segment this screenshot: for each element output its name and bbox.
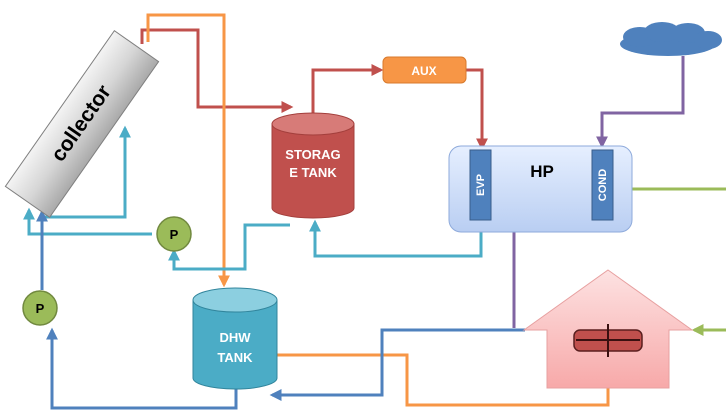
collector-panel: collector (4, 29, 160, 219)
house-to-dhw-pipe (269, 328, 525, 401)
evaporator-label: EVP (475, 174, 487, 196)
storage-tank: STORAG E TANK (271, 112, 355, 219)
house-icon (522, 269, 694, 389)
cloud-icon (620, 22, 722, 56)
heat-pump-label: HP (530, 162, 554, 181)
storage-to-aux-pipe (311, 64, 384, 113)
storage-tank-label-line2: E TANK (289, 165, 337, 180)
collector-to-storage-pipe (140, 28, 294, 113)
condenser (591, 149, 614, 221)
dhw-to-pump-pipe (46, 327, 238, 410)
dhw-to-house-pipe (272, 353, 614, 407)
collector-loop-pipe (40, 125, 131, 219)
heat-pump: HP EVP COND (448, 145, 633, 233)
collector-to-dhw-pipe (146, 13, 230, 288)
radiator-icon (573, 324, 643, 357)
evaporator (469, 149, 492, 221)
pump-upper: P (156, 216, 192, 252)
cloud-to-cond-pipe (596, 56, 685, 149)
evp-to-storage-pipe (309, 219, 483, 258)
aux-to-evp-pipe (466, 68, 488, 151)
dhw-tank: DHW TANK (192, 287, 278, 390)
condenser-label: COND (597, 169, 609, 201)
dhw-tank-label-line2: TANK (217, 350, 253, 365)
storage-return-pipe (168, 223, 290, 271)
pump-upper-label: P (170, 227, 179, 242)
pump-to-collector-pipe (23, 207, 152, 236)
storage-tank-label-line1: STORAG (285, 147, 340, 162)
pump-lower-label: P (36, 301, 45, 316)
pump-lower: P (22, 290, 58, 326)
aux-heater: AUX (382, 56, 467, 84)
dhw-tank-label-line1: DHW (219, 330, 251, 345)
aux-label: AUX (411, 64, 436, 78)
